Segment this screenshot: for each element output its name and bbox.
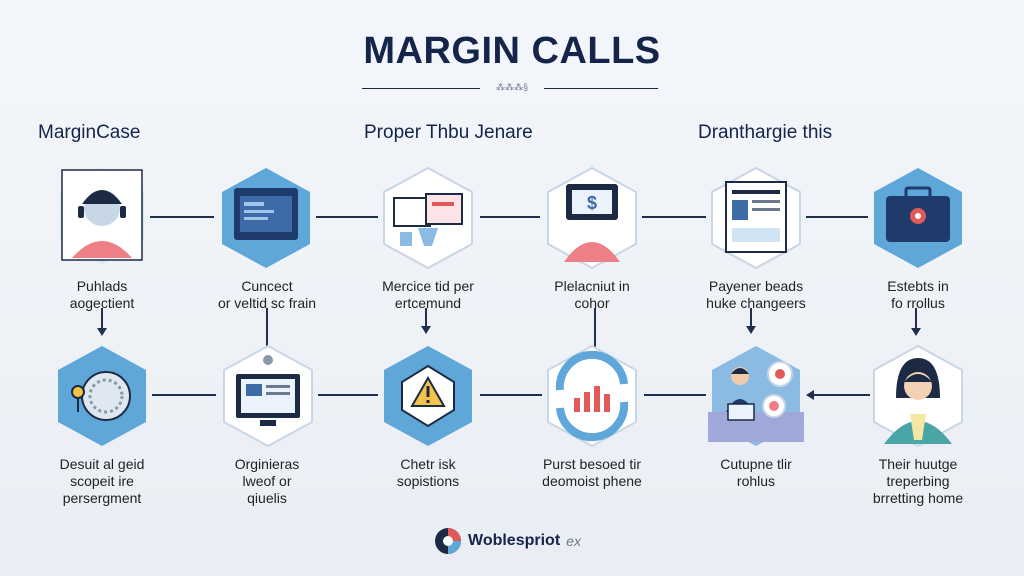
node-briefcase (866, 166, 966, 268)
person-woman-icon (873, 344, 963, 448)
connector (806, 216, 868, 218)
connector (594, 308, 596, 348)
brand-logo-icon (435, 528, 461, 554)
connector (814, 394, 870, 396)
brand-suffix: ex (566, 533, 581, 549)
node-person-laptop (704, 344, 804, 446)
node-dollar-laptop: $ (540, 166, 640, 270)
arrow-left-icon (806, 390, 814, 400)
connector (480, 216, 540, 218)
connector (480, 394, 542, 396)
title-rule-right (544, 88, 658, 89)
footer-brand: Woblespriot ex (434, 526, 581, 556)
section-label-2: Proper Thbu Jenare (364, 122, 533, 143)
arrow-down-icon (97, 328, 107, 336)
node-screens (376, 166, 476, 270)
connector (750, 308, 752, 332)
node-person-headset (52, 166, 152, 266)
person-laptop-icon (708, 346, 804, 446)
connector (316, 216, 378, 218)
connector (915, 308, 917, 334)
node-computer (216, 344, 316, 448)
node-person-woman (866, 344, 966, 448)
connector (642, 216, 706, 218)
computer-icon (223, 344, 313, 448)
connector (425, 308, 427, 332)
gauge-icon (58, 346, 146, 446)
connector (318, 394, 378, 396)
arrow-down-icon (746, 326, 756, 334)
connector (150, 216, 214, 218)
connector (152, 394, 216, 396)
node-monitor (214, 166, 314, 268)
warning-icon (384, 346, 472, 446)
document-icon (711, 166, 801, 270)
title-ornament: ⁂⁂⁂§ (495, 82, 528, 92)
page-title: MARGIN CALLS (363, 30, 661, 72)
title-rule-left (362, 88, 480, 89)
briefcase-icon (874, 168, 962, 268)
person-headset-icon (60, 168, 144, 264)
connector (266, 308, 268, 346)
connector (101, 308, 103, 334)
monitor-icon (222, 168, 310, 268)
connector (644, 394, 706, 396)
cycle-chart-icon (547, 344, 637, 448)
node-warning (376, 344, 476, 446)
section-label-3: Dranthargie this (698, 122, 833, 143)
screens-icon (383, 166, 473, 270)
brand-name: Woblespriot (468, 532, 561, 549)
dollar-laptop-icon: $ (547, 166, 637, 270)
node-document (704, 166, 804, 270)
node-cycle-chart (540, 344, 640, 448)
node-gauge (50, 344, 150, 446)
arrow-down-icon (911, 328, 921, 336)
arrow-down-icon (421, 326, 431, 334)
section-label-1: MarginCase (38, 122, 141, 143)
svg-text:$: $ (587, 193, 597, 213)
